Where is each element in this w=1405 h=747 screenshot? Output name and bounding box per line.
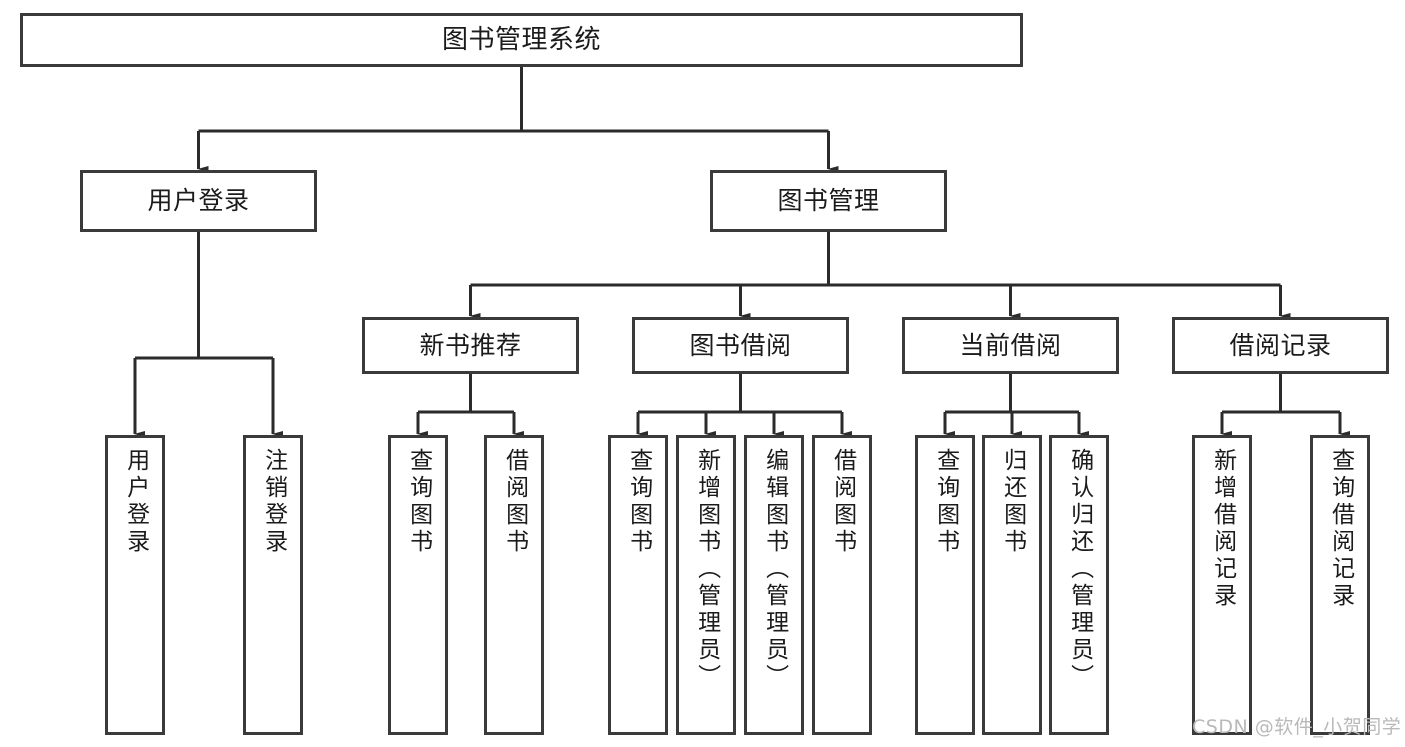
- leaf-newbook-query-book-label: 查询图书: [405, 448, 432, 556]
- leaf-current-confirm-return-label: 确认归还（管理员）: [1066, 448, 1093, 691]
- leaf-record-query-record-label: 查询借阅记录: [1327, 448, 1354, 610]
- leaf-current-return-book[interactable]: 归还图书: [982, 435, 1042, 735]
- leaf-user-login-label: 用户登录: [122, 448, 149, 556]
- leaf-user-logout-label: 注销登录: [260, 448, 287, 556]
- leaf-newbook-query-book[interactable]: 查询图书: [388, 435, 448, 735]
- leaf-record-add-record[interactable]: 新增借阅记录: [1192, 435, 1252, 735]
- leaf-record-query-record[interactable]: 查询借阅记录: [1310, 435, 1370, 735]
- leaf-borrow-borrow-book[interactable]: 借阅图书: [812, 435, 872, 735]
- node-root-label: 图书管理系统: [441, 24, 601, 55]
- edge-group: [133, 67, 1350, 437]
- leaf-current-query-book[interactable]: 查询图书: [915, 435, 975, 735]
- node-book-management[interactable]: 图书管理: [710, 170, 947, 232]
- node-book-borrowing-label: 图书借阅: [689, 330, 792, 360]
- leaf-user-logout[interactable]: 注销登录: [243, 435, 303, 735]
- node-new-book-recommendation[interactable]: 新书推荐: [362, 317, 579, 374]
- leaf-newbook-borrow-book-label: 借阅图书: [501, 448, 528, 556]
- leaf-borrow-query-book-label: 查询图书: [625, 448, 652, 556]
- leaf-borrow-query-book[interactable]: 查询图书: [608, 435, 668, 735]
- leaf-borrow-edit-book-label: 编辑图书（管理员）: [761, 448, 788, 691]
- node-user-login[interactable]: 用户登录: [80, 170, 317, 232]
- leaf-borrow-edit-book[interactable]: 编辑图书（管理员）: [744, 435, 804, 735]
- leaf-record-add-record-label: 新增借阅记录: [1209, 448, 1236, 610]
- node-root[interactable]: 图书管理系统: [20, 13, 1023, 67]
- leaf-user-login[interactable]: 用户登录: [105, 435, 165, 735]
- leaf-newbook-borrow-book[interactable]: 借阅图书: [484, 435, 544, 735]
- leaf-current-confirm-return[interactable]: 确认归还（管理员）: [1049, 435, 1109, 735]
- leaf-current-return-book-label: 归还图书: [999, 448, 1026, 556]
- node-borrowing-record[interactable]: 借阅记录: [1172, 317, 1389, 374]
- leaf-borrow-add-book-label: 新增图书（管理员）: [693, 448, 720, 691]
- csdn-watermark: CSDN @软件_小贺同学: [1192, 716, 1402, 738]
- leaf-borrow-add-book[interactable]: 新增图书（管理员）: [676, 435, 736, 735]
- node-borrowing-record-label: 借阅记录: [1229, 330, 1332, 360]
- node-book-borrowing[interactable]: 图书借阅: [632, 317, 849, 374]
- node-current-borrowing[interactable]: 当前借阅: [902, 317, 1119, 374]
- leaf-borrow-borrow-book-label: 借阅图书: [829, 448, 856, 556]
- node-book-management-label: 图书管理: [777, 186, 880, 216]
- node-user-login-label: 用户登录: [147, 186, 250, 216]
- node-new-book-recommendation-label: 新书推荐: [419, 330, 522, 360]
- node-current-borrowing-label: 当前借阅: [959, 330, 1062, 360]
- leaf-current-query-book-label: 查询图书: [932, 448, 959, 556]
